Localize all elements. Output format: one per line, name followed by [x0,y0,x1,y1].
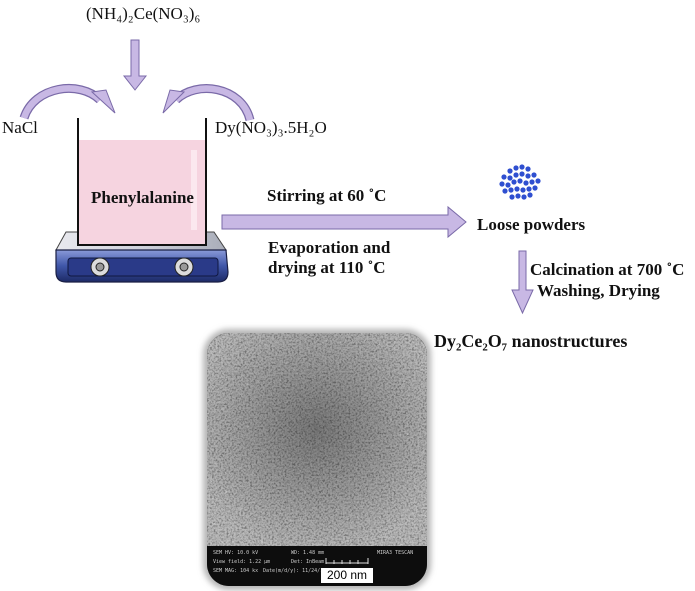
sem-micrograph: SEM HV: 10.0 kV WD: 1.48 mm MIRA3 TESCAN… [207,333,427,586]
curved-arrow-nacl [19,83,116,120]
stirring-label: Stirring at 60 ˚C [267,186,387,205]
loose-powders-label: Loose powders [477,215,586,234]
sem-scale-label: 200 nm [321,568,373,583]
sem-info-bar: SEM HV: 10.0 kV WD: 1.48 mm MIRA3 TESCAN… [207,546,427,586]
sem-wd: WD: 1.48 mm [291,550,325,556]
calcination-arrow [511,250,534,315]
sem-date: Date(m/d/y): 11/24/14 [263,568,327,574]
sem-hv: SEM HV: 10.0 kV [213,550,259,556]
evaporation-label-line1: Evaporation and [268,238,391,257]
powder-dots [499,164,541,200]
final-product-label: Dy₂Ce₂O₇ nanostructures [434,331,628,351]
hotplate-knob-left [90,257,110,277]
reagent-dysprosium-nitrate: Dy(NO₃)₃.5H₂O [215,118,327,137]
beaker-label: Phenylalanine [91,188,194,207]
sem-texture [207,333,427,546]
sem-view-field: View field: 1.22 µm [213,559,271,565]
evaporation-label-line2: drying at 110 ˚C [268,258,386,277]
hotplate-knob-right [174,257,194,277]
beaker [77,118,207,246]
down-arrow-reagent [122,39,148,91]
sem-brand: MIRA3 TESCAN [377,550,414,556]
sem-scale-bar [325,558,369,564]
reagent-nacl: NaCl [2,118,38,137]
process-arrow [221,205,467,239]
calcination-label-line1: Calcination at 700 ˚C [530,260,685,279]
curved-arrow-dy [162,84,255,122]
reagent-ammonium-cerium-nitrate: (NH₄)₂Ce(NO₃)₆ [86,4,201,23]
sem-detector: Det: InBeam [291,559,325,565]
calcination-label-line2: Washing, Drying [537,281,660,300]
sem-magnification: SEM MAG: 104 kx [213,568,259,574]
